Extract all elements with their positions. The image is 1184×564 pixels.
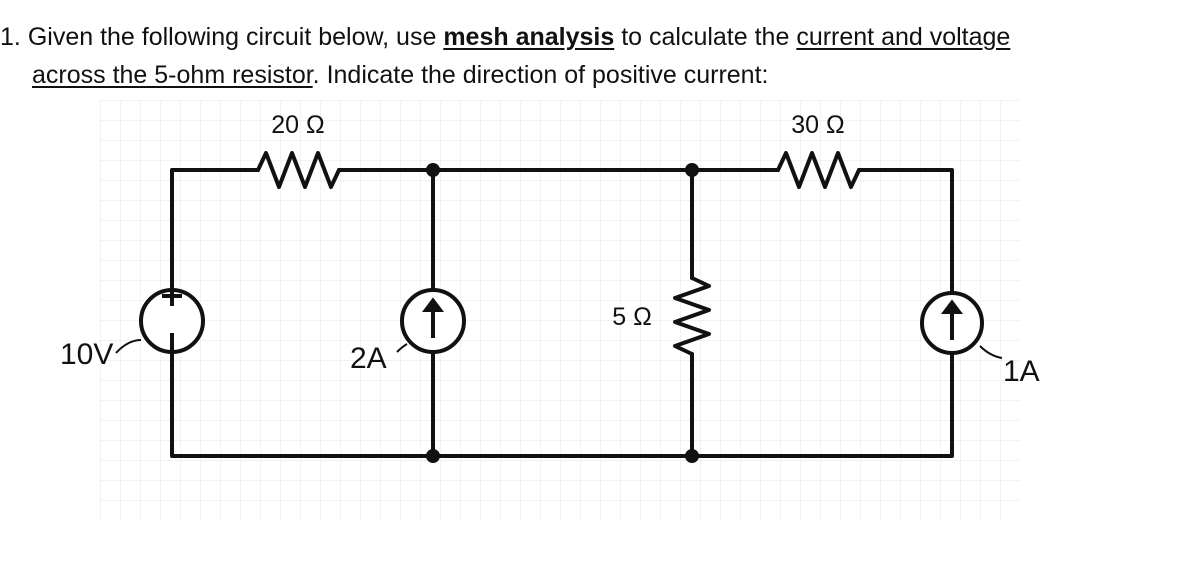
wire-left-top	[170, 168, 260, 292]
leader-1a	[979, 345, 1003, 359]
question-line-1: 1. Given the following circuit below, us…	[0, 23, 1010, 52]
resistor-5-ohm	[673, 276, 711, 356]
node-top-left	[426, 163, 440, 177]
leader-2a	[396, 343, 408, 353]
wire-bottom	[170, 350, 954, 458]
node-bottom-right	[685, 449, 699, 463]
question-line-2: across the 5-ohm resistor. Indicate the …	[32, 61, 768, 90]
wire-right-top	[857, 168, 954, 297]
question-rest: . Indicate the direction of positive cur…	[312, 61, 769, 89]
question-text: 1. Given the following circuit below, us…	[0, 0, 1184, 100]
question-number: 1.	[0, 23, 21, 51]
node-bottom-left	[426, 449, 440, 463]
method-emphasis: mesh analysis	[443, 23, 615, 51]
wires	[170, 151, 954, 458]
target-part-1: current and voltage	[796, 23, 1011, 51]
leader-10v	[115, 339, 142, 354]
question-intro: Given the following circuit below, use	[27, 23, 444, 51]
target-part-2: across the 5-ohm resistor	[32, 61, 313, 89]
current-source-1a	[920, 291, 984, 355]
resistor-30-ohm	[776, 151, 861, 189]
node-top-right	[685, 163, 699, 177]
resistor-20-ohm	[256, 151, 341, 189]
question-middle: to calculate the	[614, 23, 797, 51]
voltage-source-10v	[139, 287, 205, 354]
label-20-ohm: 20 Ω	[271, 111, 324, 139]
label-2a: 2A	[350, 342, 387, 375]
current-source-2a	[400, 288, 466, 354]
label-30-ohm: 30 Ω	[791, 111, 844, 139]
label-1a: 1A	[1003, 355, 1040, 388]
label-5-ohm: 5 Ω	[612, 303, 652, 331]
label-10v: 10V	[60, 338, 113, 371]
